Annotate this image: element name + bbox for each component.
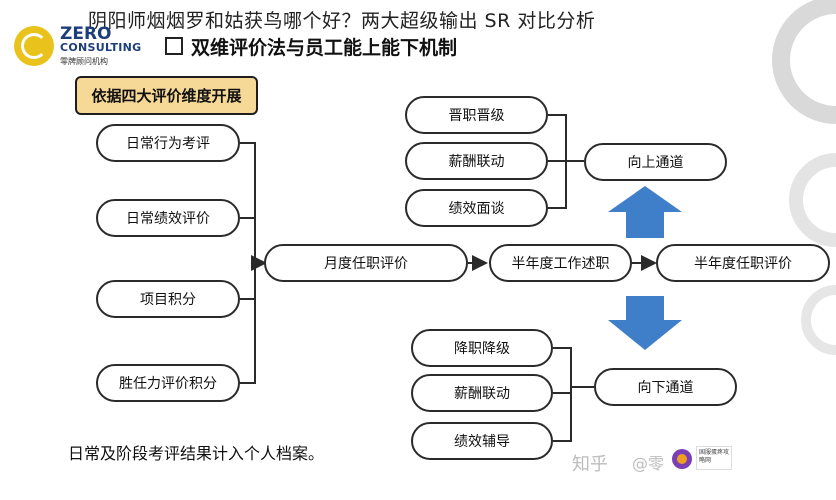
- dimension-tag: 依据四大评价维度开展: [75, 76, 258, 115]
- up-item-performance-talk: 绩效面谈: [405, 189, 548, 227]
- down-item-coaching: 绩效辅导: [411, 422, 553, 460]
- logo-text-zero: ZERO: [60, 24, 112, 44]
- diagram-heading-text: 双维评价法与员工能上能下机制: [191, 37, 458, 59]
- up-channel: 向上通道: [584, 143, 727, 181]
- left-item-daily-behavior: 日常行为考评: [96, 124, 240, 162]
- left-item-project-points: 项目积分: [96, 280, 240, 318]
- down-item-demotion: 降职降级: [411, 329, 553, 367]
- half-year-evaluation: 半年度任职评价: [656, 244, 830, 282]
- author-watermark: @零: [632, 454, 665, 473]
- down-arrow-icon: [608, 296, 682, 350]
- site-watermark-tag: 国服蛋疼攻略网: [696, 446, 732, 470]
- left-item-competency-points: 胜任力评价积分: [96, 364, 240, 402]
- down-item-salary: 薪酬联动: [411, 374, 553, 412]
- page-title: 阴阳师烟烟罗和姑获鸟哪个好？两大超级输出 SR 对比分析: [88, 10, 596, 32]
- up-item-promotion: 晋职晋级: [405, 96, 548, 134]
- footer-note: 日常及阶段考评结果计入个人档案。: [68, 444, 325, 463]
- logo-text-cn: 零牌顾问机构: [60, 57, 108, 66]
- down-channel: 向下通道: [594, 368, 737, 406]
- logo-text-consulting: CONSULTING: [60, 41, 142, 54]
- monthly-evaluation: 月度任职评价: [264, 244, 468, 282]
- decorative-rings: [772, 0, 836, 355]
- checkbox-icon: [165, 37, 183, 55]
- logo-circle-icon: [14, 26, 54, 66]
- half-year-review: 半年度工作述职: [489, 244, 632, 282]
- zero-consulting-logo: ZERO CONSULTING 零牌顾问机构: [14, 24, 164, 70]
- zhihu-watermark: 知乎: [572, 454, 608, 475]
- up-arrow-icon: [608, 186, 682, 238]
- left-item-daily-performance: 日常绩效评价: [96, 199, 240, 237]
- diagram-heading: 双维评价法与员工能上能下机制: [165, 33, 457, 60]
- site-logo-icon: [672, 449, 692, 469]
- down-bracket-line: [553, 347, 572, 442]
- left-bracket-line: [240, 142, 256, 384]
- up-item-salary: 薪酬联动: [405, 142, 548, 180]
